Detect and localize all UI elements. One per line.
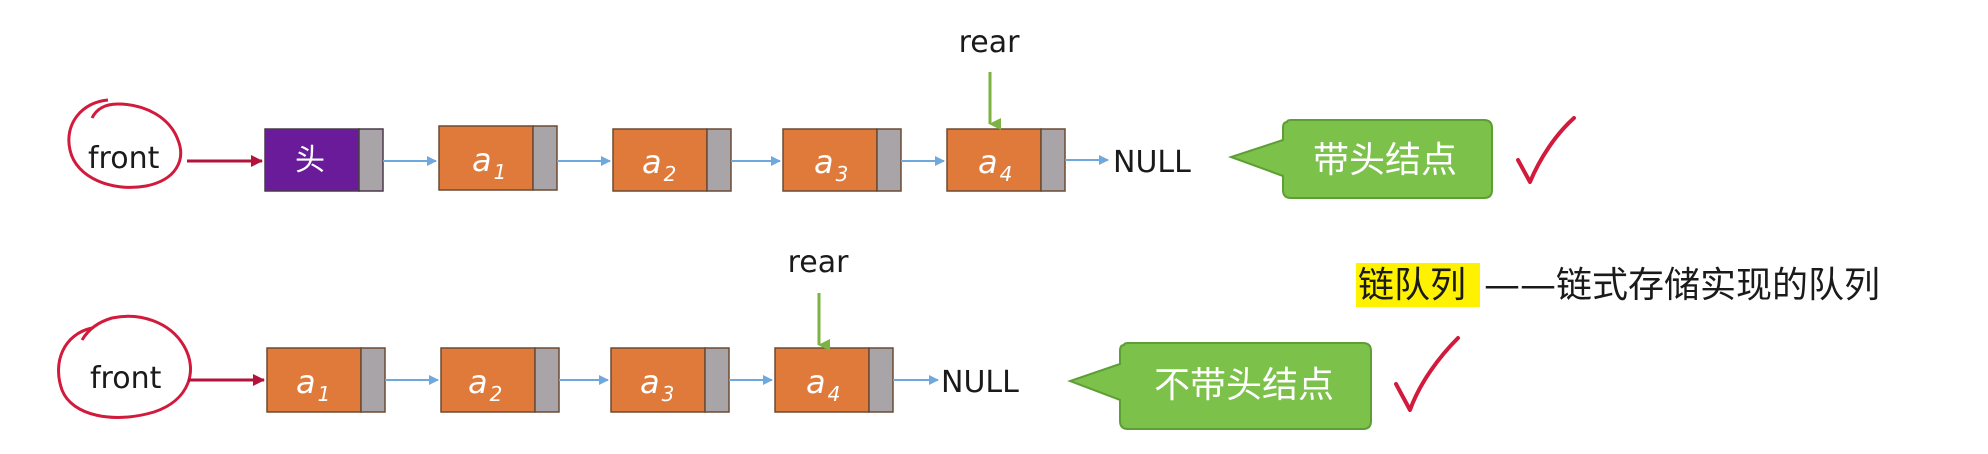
circle-mark-icon bbox=[67, 98, 183, 189]
front-label: front bbox=[90, 361, 162, 396]
node-subscript: 4 bbox=[828, 382, 841, 406]
callout-text: 不带头结点 bbox=[1154, 365, 1334, 406]
null-label: NULL bbox=[941, 365, 1019, 400]
definition-text: 链式存储实现的队列 bbox=[1556, 265, 1880, 306]
node-label: a bbox=[468, 363, 488, 401]
svg-text:a3: a3 bbox=[640, 363, 674, 406]
definition: 链队列 —— 链式存储实现的队列 bbox=[1356, 263, 1880, 307]
callout-bubble: 带头结点 bbox=[1227, 119, 1493, 199]
node-label: a bbox=[642, 143, 662, 181]
definition-term: 链队列 bbox=[1358, 265, 1466, 306]
node-subscript: 1 bbox=[318, 382, 331, 406]
svg-text:a3: a3 bbox=[814, 143, 848, 186]
callout-bubble: 不带头结点 bbox=[1067, 342, 1372, 430]
svg-text:a2: a2 bbox=[468, 363, 502, 406]
svg-text:a4: a4 bbox=[806, 363, 840, 406]
node-subscript: 1 bbox=[494, 160, 507, 184]
node-label: a bbox=[806, 363, 826, 401]
circle-mark-icon bbox=[57, 314, 192, 419]
node-subscript: 3 bbox=[836, 162, 849, 186]
check-icon bbox=[1516, 116, 1576, 184]
node-label: a bbox=[296, 363, 316, 401]
node-subscript: 4 bbox=[1000, 162, 1013, 186]
svg-text:a1: a1 bbox=[296, 363, 330, 406]
node-subscript: 2 bbox=[490, 382, 503, 406]
node-label: a bbox=[978, 143, 998, 181]
svg-text:a4: a4 bbox=[978, 143, 1012, 186]
front-label: front bbox=[88, 141, 160, 176]
definition-separator: —— bbox=[1484, 265, 1556, 306]
svg-text:a1: a1 bbox=[472, 141, 506, 184]
head-node-label: 头 bbox=[295, 143, 325, 178]
head-node: 头 bbox=[264, 128, 384, 192]
svg-text:a2: a2 bbox=[642, 143, 676, 186]
term-highlight bbox=[1356, 263, 1480, 307]
check-icon bbox=[1394, 336, 1460, 412]
null-label: NULL bbox=[1113, 145, 1191, 180]
node-subscript: 3 bbox=[662, 382, 675, 406]
node-subscript: 2 bbox=[664, 162, 677, 186]
node-label: a bbox=[640, 363, 660, 401]
node-label: a bbox=[814, 143, 834, 181]
rear-label: rear bbox=[788, 245, 850, 280]
callout-text: 带头结点 bbox=[1313, 140, 1457, 181]
node-label: a bbox=[472, 141, 492, 179]
rear-label: rear bbox=[959, 25, 1021, 60]
